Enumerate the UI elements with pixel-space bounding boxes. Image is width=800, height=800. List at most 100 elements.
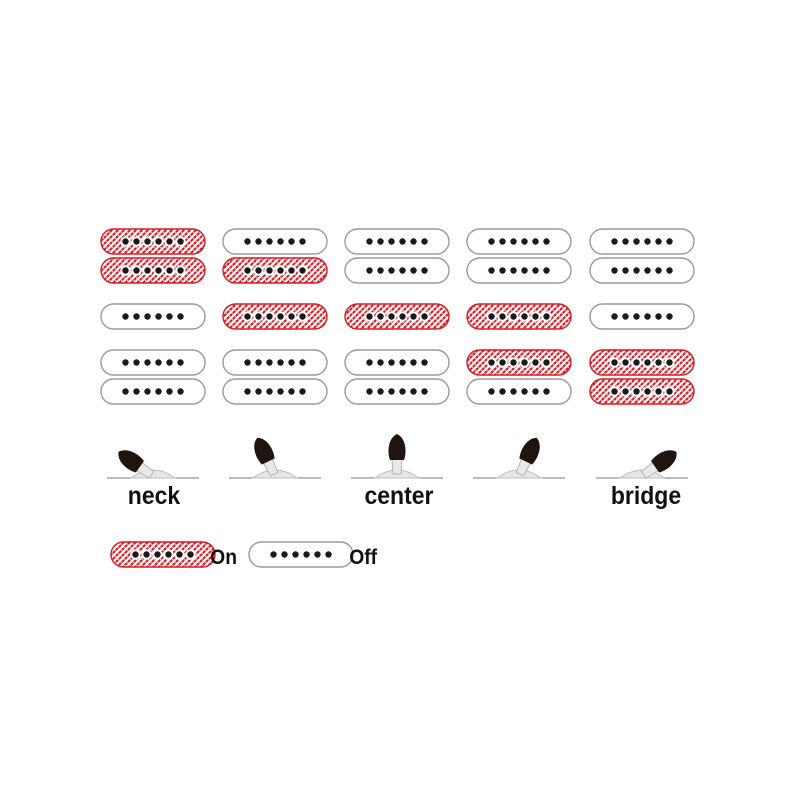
pole-piece bbox=[132, 551, 139, 558]
pole-piece bbox=[177, 313, 184, 320]
pickup-cover bbox=[344, 349, 450, 376]
pole-piece bbox=[288, 313, 295, 320]
pole-piece bbox=[532, 238, 539, 245]
pole-piece bbox=[510, 359, 517, 366]
pole-piece bbox=[166, 313, 173, 320]
pole-piece bbox=[292, 551, 299, 558]
pole-piece bbox=[122, 238, 129, 245]
pole-piece bbox=[166, 359, 173, 366]
pole-piece bbox=[488, 359, 495, 366]
pole-piece bbox=[611, 267, 618, 274]
neck-humbucker-coil-2 bbox=[466, 257, 572, 284]
pickup-cover bbox=[466, 257, 572, 284]
middle-single-coil bbox=[222, 303, 328, 330]
switch-position-5 bbox=[589, 228, 695, 479]
pole-piece bbox=[399, 238, 406, 245]
pole-piece bbox=[410, 313, 417, 320]
pole-piece bbox=[155, 238, 162, 245]
pole-piece bbox=[288, 359, 295, 366]
pole-piece bbox=[255, 267, 262, 274]
pole-piece bbox=[666, 359, 673, 366]
pole-piece bbox=[488, 388, 495, 395]
switch-lever bbox=[254, 437, 279, 477]
pole-piece bbox=[177, 267, 184, 274]
bridge-humbucker-coil-1 bbox=[100, 349, 206, 376]
pole-piece bbox=[510, 388, 517, 395]
pole-piece bbox=[521, 267, 528, 274]
switch-position-4 bbox=[466, 228, 572, 479]
pole-piece bbox=[288, 238, 295, 245]
pole-piece bbox=[377, 359, 384, 366]
pole-piece bbox=[622, 359, 629, 366]
pole-piece bbox=[666, 388, 673, 395]
switch-lever bbox=[118, 450, 155, 479]
pole-piece bbox=[421, 313, 428, 320]
pole-piece bbox=[165, 551, 172, 558]
pole-piece bbox=[255, 359, 262, 366]
pole-piece bbox=[611, 359, 618, 366]
pole-piece bbox=[666, 267, 673, 274]
pole-piece bbox=[166, 238, 173, 245]
switch-lever-tip bbox=[254, 437, 275, 465]
pole-piece bbox=[144, 267, 151, 274]
pole-piece bbox=[377, 267, 384, 274]
pole-piece bbox=[543, 313, 550, 320]
selector-switch-2 bbox=[229, 437, 321, 479]
pole-piece bbox=[266, 359, 273, 366]
middle-single-coil bbox=[589, 303, 695, 330]
pickup-cover bbox=[344, 378, 450, 405]
pole-piece bbox=[277, 267, 284, 274]
pole-piece bbox=[122, 388, 129, 395]
pickup-cover bbox=[344, 257, 450, 284]
pickup-cover bbox=[589, 257, 695, 284]
pole-piece bbox=[655, 313, 662, 320]
neck-humbucker-coil-1 bbox=[222, 228, 328, 255]
pole-piece bbox=[377, 313, 384, 320]
pole-piece bbox=[154, 551, 161, 558]
pickup-cover bbox=[589, 349, 695, 376]
switch-lever bbox=[388, 434, 406, 475]
pole-piece bbox=[155, 267, 162, 274]
pole-piece bbox=[655, 388, 662, 395]
pickup-cover bbox=[222, 228, 328, 255]
pole-piece bbox=[488, 267, 495, 274]
pole-piece bbox=[366, 359, 373, 366]
switch-position-3 bbox=[344, 228, 450, 479]
pole-piece bbox=[144, 359, 151, 366]
pole-piece bbox=[244, 238, 251, 245]
neck-humbucker-coil-2 bbox=[344, 257, 450, 284]
bridge-humbucker-coil-2 bbox=[589, 378, 695, 405]
pole-piece bbox=[122, 313, 129, 320]
pole-piece bbox=[521, 238, 528, 245]
bridge-humbucker-coil-2 bbox=[466, 378, 572, 405]
pole-piece bbox=[532, 388, 539, 395]
pole-piece bbox=[543, 359, 550, 366]
pickup-cover bbox=[100, 303, 206, 330]
pole-piece bbox=[633, 267, 640, 274]
pole-piece bbox=[399, 267, 406, 274]
neck-humbucker-coil-2 bbox=[222, 257, 328, 284]
middle-single-coil bbox=[344, 303, 450, 330]
bridge-humbucker-coil-1 bbox=[466, 349, 572, 376]
legend-on-swatch bbox=[110, 541, 216, 568]
pole-piece bbox=[122, 267, 129, 274]
pole-piece bbox=[666, 313, 673, 320]
pole-piece bbox=[655, 267, 662, 274]
pickup-cover bbox=[100, 228, 206, 255]
pole-piece bbox=[622, 238, 629, 245]
switch-lever-tip bbox=[388, 434, 406, 460]
pole-piece bbox=[366, 313, 373, 320]
pole-piece bbox=[266, 313, 273, 320]
pole-piece bbox=[410, 267, 417, 274]
pole-piece bbox=[521, 388, 528, 395]
pole-piece bbox=[510, 313, 517, 320]
pole-piece bbox=[488, 238, 495, 245]
position-label-1: neck bbox=[127, 482, 181, 510]
pole-piece bbox=[281, 551, 288, 558]
pole-piece bbox=[366, 388, 373, 395]
legend-off-label: Off bbox=[349, 546, 378, 569]
pole-piece bbox=[143, 551, 150, 558]
pole-piece bbox=[521, 359, 528, 366]
pole-piece bbox=[244, 359, 251, 366]
pole-piece bbox=[611, 313, 618, 320]
